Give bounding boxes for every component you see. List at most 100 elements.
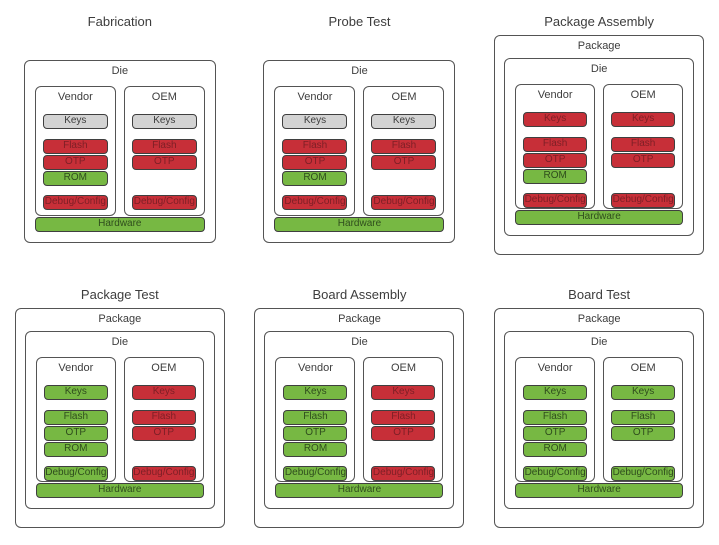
block-keys: Keys (131, 384, 196, 400)
block-otp: OTP (42, 155, 108, 170)
columns: Vendor Keys Flash OTP ROM Debug/Config O… (35, 356, 204, 482)
oem-label: OEM (630, 361, 656, 374)
hardware-bar: Hardware (274, 217, 445, 232)
oem-label: OEM (391, 91, 417, 103)
vendor-label: Vendor (537, 361, 573, 374)
vendor-box: Vendor Keys Flash OTP ROM Debug/Config (515, 356, 596, 482)
block-debug-config: Debug/Config (611, 193, 676, 208)
oem-box: OEM Keys Flash OTP Debug/Config (603, 84, 684, 209)
vendor-box: Vendor Keys Flash OTP ROM Debug/Config (274, 86, 356, 216)
oem-label: OEM (630, 89, 656, 101)
hardware-bar: Hardware (515, 482, 684, 498)
block-keys: Keys (611, 384, 676, 400)
block-keys: Keys (42, 114, 108, 129)
vendor-box: Vendor Keys Flash OTP ROM Debug/Config (275, 356, 356, 482)
block-flash: Flash (42, 139, 108, 154)
package-box: Package Die Vendor Keys Flash OTP ROM De… (14, 307, 225, 528)
hardware-bar: Hardware (275, 482, 444, 498)
package-box: Package Die Vendor Keys Flash OTP ROM De… (14, 35, 225, 255)
oem-box: OEM Keys Flash OTP Debug/Config (603, 356, 684, 482)
columns: Vendor Keys Flash OTP ROM Debug/Config O… (34, 86, 205, 216)
die-box: Die Vendor Keys Flash OTP ROM Debug/Conf… (23, 60, 216, 243)
block-debug-config: Debug/Config (282, 195, 348, 210)
hardware-bar: Hardware (35, 482, 204, 498)
block-otp: OTP (43, 425, 108, 441)
block-flash: Flash (282, 139, 348, 154)
oem-label: OEM (151, 91, 177, 103)
hardware-bar: Hardware (515, 210, 684, 225)
block-flash: Flash (283, 409, 348, 425)
block-flash: Flash (371, 139, 437, 154)
package-box: Package Die Vendor Keys Flash OTP ROM De… (494, 35, 705, 255)
block-debug-config: Debug/Config (131, 465, 196, 481)
block-debug-config: Debug/Config (371, 195, 437, 210)
block-otp: OTP (371, 425, 436, 441)
oem-label: OEM (390, 361, 417, 374)
die-box: Die Vendor Keys Flash OTP ROM Debug/Conf… (263, 60, 456, 243)
block-debug-config: Debug/Config (611, 465, 676, 481)
die-box: Die Vendor Keys Flash OTP ROM Debug/Conf… (24, 330, 215, 509)
die-label: Die (351, 65, 368, 77)
block-otp: OTP (282, 155, 348, 170)
vendor-label: Vendor (537, 89, 573, 101)
block-debug-config: Debug/Config (42, 195, 108, 210)
die-box: Die Vendor Keys Flash OTP ROM Debug/Conf… (264, 330, 455, 509)
vendor-label: Vendor (58, 361, 94, 374)
block-rom: ROM (42, 171, 108, 186)
diagram-title: Board Test (568, 286, 631, 302)
block-rom: ROM (523, 441, 588, 457)
block-keys: Keys (43, 384, 108, 400)
block-rom: ROM (523, 169, 588, 184)
block-rom: ROM (282, 171, 348, 186)
oem-box: OEM Keys Flash OTP Debug/Config (123, 356, 204, 482)
block-keys: Keys (371, 114, 437, 129)
block-flash: Flash (611, 137, 676, 152)
diagram-cell: Package Test Package Die Vendor Keys Fla… (0, 273, 240, 545)
vendor-box: Vendor Keys Flash OTP ROM Debug/Config (35, 356, 116, 482)
package-label: Package (98, 312, 142, 325)
package-box: Package Die Vendor Keys Flash OTP ROM De… (494, 307, 705, 528)
block-keys: Keys (523, 384, 588, 400)
package-label: Package (577, 40, 621, 52)
diagram-cell: Board Assembly Package Die Vendor Keys F… (240, 273, 480, 545)
oem-box: OEM Keys Flash OTP Debug/Config (363, 356, 444, 482)
diagram-title: Package Test (80, 286, 159, 302)
vendor-label: Vendor (57, 91, 93, 103)
columns: Vendor Keys Flash OTP ROM Debug/Config O… (275, 356, 444, 482)
block-otp: OTP (371, 155, 437, 170)
package-box: Package Die Vendor Keys Flash OTP ROM De… (254, 35, 465, 255)
block-flash: Flash (131, 139, 197, 154)
block-flash: Flash (523, 409, 588, 425)
block-debug-config: Debug/Config (523, 465, 588, 481)
block-otp: OTP (611, 153, 676, 168)
columns: Vendor Keys Flash OTP ROM Debug/Config O… (515, 84, 684, 209)
die-label: Die (590, 63, 608, 75)
diagram-cell: Fabrication Package Die Vendor Keys Flas… (0, 0, 240, 273)
block-flash: Flash (523, 137, 588, 152)
package-box: Package Die Vendor Keys Flash OTP ROM De… (254, 307, 465, 528)
block-otp: OTP (131, 425, 196, 441)
block-debug-config: Debug/Config (43, 465, 108, 481)
block-flash: Flash (131, 409, 196, 425)
block-rom: ROM (283, 441, 348, 457)
block-rom: ROM (43, 441, 108, 457)
block-debug-config: Debug/Config (283, 465, 348, 481)
block-keys: Keys (611, 112, 676, 127)
block-flash: Flash (371, 409, 436, 425)
block-keys: Keys (371, 384, 436, 400)
block-keys: Keys (283, 384, 348, 400)
columns: Vendor Keys Flash OTP ROM Debug/Config O… (274, 86, 445, 216)
vendor-box: Vendor Keys Flash OTP ROM Debug/Config (34, 86, 116, 216)
diagram-title: Fabrication (87, 14, 152, 29)
diagram-cell: Package Assembly Package Die Vendor Keys… (479, 0, 719, 273)
package-label: Package (577, 312, 621, 325)
block-otp: OTP (283, 425, 348, 441)
vendor-box: Vendor Keys Flash OTP ROM Debug/Config (515, 84, 596, 209)
diagram-cell: Probe Test Package Die Vendor Keys Flash… (240, 0, 480, 273)
diagram-title: Board Assembly (312, 286, 407, 302)
die-box: Die Vendor Keys Flash OTP ROM Debug/Conf… (504, 330, 695, 509)
die-label: Die (590, 335, 608, 348)
vendor-label: Vendor (297, 91, 333, 103)
oem-label: OEM (151, 361, 177, 374)
